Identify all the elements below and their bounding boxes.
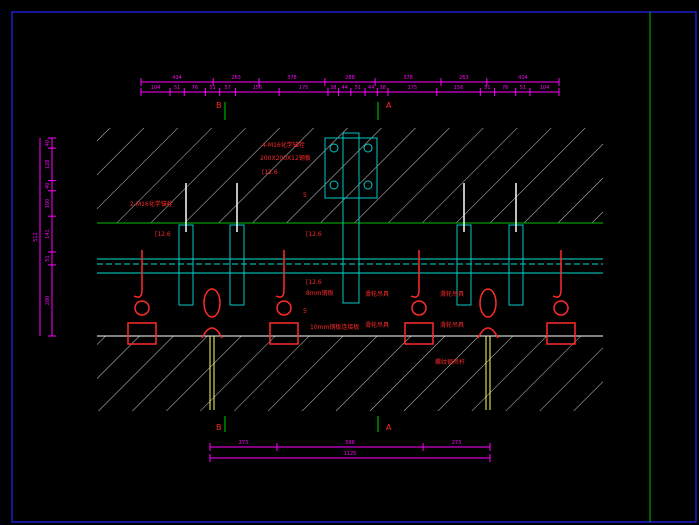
top-dim-2-label: 51 xyxy=(209,85,215,91)
left-dim-label: 128 xyxy=(45,160,51,170)
callout-16: 5 xyxy=(303,308,307,315)
top-dim-2-label: 175 xyxy=(299,85,309,91)
upper-slab-hatch xyxy=(97,128,603,223)
callout-9: 10mm钢板连接板 xyxy=(310,323,359,331)
top-dim-2-label: 44 xyxy=(368,85,374,91)
outer-frame xyxy=(11,11,697,523)
callout-5: [12.6 xyxy=(155,231,171,238)
top-dim-2-label: 104 xyxy=(540,85,550,91)
shackles xyxy=(201,288,499,339)
axis-label-a-bottom: A xyxy=(386,423,392,432)
top-dim-2-label: 44 xyxy=(342,85,348,91)
callout-6: [12.6 xyxy=(306,231,322,238)
callout-14: 螺纹钢吊杆 xyxy=(435,358,465,366)
top-dim-2-label: 76 xyxy=(502,85,508,91)
channel-columns xyxy=(178,224,524,306)
left-dim-label: 100 xyxy=(45,199,51,209)
top-dim-1-label: 414 xyxy=(518,75,528,81)
left-total-label: 512 xyxy=(33,232,39,242)
central-post xyxy=(342,132,360,304)
top-dim-1-label: 414 xyxy=(172,75,182,81)
top-dim-1-label: 263 xyxy=(459,75,469,81)
callout-4: 2-M16化学锚栓 xyxy=(130,200,173,208)
left-dimension-chain: 40 128 40 100 141 51 280 512 xyxy=(33,137,56,337)
steel-plate xyxy=(324,137,378,199)
axis-label-b-bottom: B xyxy=(216,423,222,432)
top-dim-2-label: 51 xyxy=(520,85,526,91)
bottom-dimension-chain: 273 596 273 1125 xyxy=(209,440,491,462)
top-dim-2-label: 51 xyxy=(355,85,361,91)
top-dim-2-label: 76 xyxy=(192,85,198,91)
callout-8: 8mm钢板 xyxy=(306,289,334,297)
hook-hangers xyxy=(133,250,569,316)
axis-lines xyxy=(224,102,379,432)
top-dim-1-label: 263 xyxy=(231,75,241,81)
plate-bolts xyxy=(329,143,373,190)
top-dimension-row-1: 414 263 378 288 378 263 414 xyxy=(140,75,560,86)
left-dim-label: 141 xyxy=(45,229,51,239)
left-dim-label: 280 xyxy=(45,296,51,306)
callout-11: 滑轮吊具 xyxy=(365,321,389,329)
callout-1: 4-M16化学锚栓 xyxy=(262,141,305,149)
top-dimension-row-2: 104 51 76 51 57 156 175 38 44 51 44 38 175 156 51 76 51 1… xyxy=(140,85,560,96)
left-dim-label: 51 xyxy=(45,255,51,261)
top-dim-1-label: 378 xyxy=(403,75,413,81)
top-dim-2-label: 175 xyxy=(408,85,418,91)
top-dim-1-label: 378 xyxy=(287,75,297,81)
axis-label-a-top: A xyxy=(386,101,392,110)
top-dim-2-label: 156 xyxy=(454,85,464,91)
anchor-bolts xyxy=(185,183,517,232)
callout-15: 5 xyxy=(303,192,307,199)
top-dim-1-label: 288 xyxy=(345,75,355,81)
top-dim-2-label: 104 xyxy=(151,85,161,91)
top-dim-2-label: 38 xyxy=(330,85,336,91)
callout-3: [12.6 xyxy=(262,169,278,176)
bottom-total-label: 1125 xyxy=(344,451,357,457)
callout-12: 滑轮吊具 xyxy=(440,290,464,298)
bottom-dim-label: 273 xyxy=(452,440,462,446)
lower-slab-hatch xyxy=(97,336,603,411)
callout-2: 200X200X12钢板 xyxy=(260,154,311,162)
bottom-dim-label: 273 xyxy=(239,440,249,446)
bottom-dim-label: 596 xyxy=(345,440,355,446)
top-dim-2-label: 38 xyxy=(379,85,385,91)
threaded-rods xyxy=(209,336,491,410)
callout-10: 滑轮吊具 xyxy=(365,290,389,298)
top-dim-2-label: 156 xyxy=(253,85,263,91)
left-dim-label: 40 xyxy=(45,140,51,146)
top-dim-2-label: 51 xyxy=(484,85,490,91)
callout-7: [12.6 xyxy=(306,279,322,286)
top-dim-2-label: 57 xyxy=(224,85,230,91)
left-dim-label: 40 xyxy=(45,183,51,189)
pulley-blocks xyxy=(127,322,576,345)
callout-13: 滑轮吊具 xyxy=(440,321,464,329)
top-dim-2-label: 51 xyxy=(174,85,180,91)
axis-label-b-top: B xyxy=(216,101,222,110)
